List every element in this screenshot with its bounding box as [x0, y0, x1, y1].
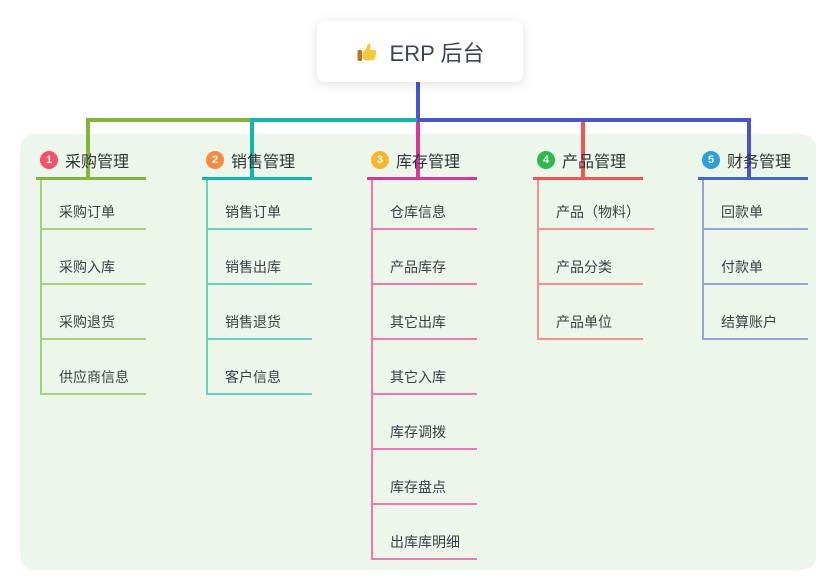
connector-horizontal-teal	[250, 118, 417, 122]
branch-label: 库存管理	[396, 153, 461, 171]
branch-number-badge: 3	[371, 150, 389, 169]
connector-drop-branch2	[250, 118, 254, 178]
node-supplier-info[interactable]: 供应商信息	[42, 340, 146, 395]
branch-header-inventory-management[interactable]: 3 库存管理	[367, 146, 477, 180]
branch-number-badge: 5	[702, 150, 720, 169]
connector-drop-branch3	[416, 122, 420, 178]
node-sales-return[interactable]: 销售退货	[208, 285, 312, 340]
connector-drop-branch4	[581, 122, 585, 178]
branch-purchase-management: 1 采购管理 采购订单 采购入库 采购退货 供应商信息	[36, 146, 146, 395]
node-stock-count[interactable]: 库存盘点	[373, 450, 477, 505]
connector-horizontal-green	[86, 118, 250, 122]
branch-header-sales-management[interactable]: 2 销售管理	[202, 146, 312, 180]
branch-sales-management: 2 销售管理 销售订单 销售出库 销售退货 客户信息	[202, 146, 312, 395]
branch-children: 回款单 付款单 结算账户	[702, 180, 808, 340]
branch-header-purchase-management[interactable]: 1 采购管理	[36, 146, 146, 180]
node-outbound-detail[interactable]: 出库库明细	[373, 505, 477, 560]
mindmap-background-panel	[20, 134, 816, 570]
branch-label: 采购管理	[65, 153, 130, 171]
branch-inventory-management: 3 库存管理 仓库信息 产品库存 其它出库 其它入库 库存调拨 库存盘点 出库库…	[367, 146, 477, 560]
branch-children: 销售订单 销售出库 销售退货 客户信息	[206, 180, 312, 395]
branch-number-badge: 4	[537, 150, 555, 169]
thumbs-up-icon	[356, 40, 380, 64]
node-product-stock[interactable]: 产品库存	[373, 230, 477, 285]
node-other-inbound[interactable]: 其它入库	[373, 340, 477, 395]
node-warehouse-info[interactable]: 仓库信息	[373, 180, 477, 230]
branch-product-management: 4 产品管理 产品（物料） 产品分类 产品单位	[533, 146, 654, 340]
node-customer-info[interactable]: 客户信息	[208, 340, 312, 395]
node-settlement-account[interactable]: 结算账户	[704, 285, 808, 340]
branch-children: 产品（物料） 产品分类 产品单位	[537, 180, 654, 340]
branch-number-badge: 2	[206, 150, 224, 169]
branch-header-product-management[interactable]: 4 产品管理	[533, 146, 643, 180]
branch-finance-management: 5 财务管理 回款单 付款单 结算账户	[698, 146, 808, 340]
node-purchase-inbound[interactable]: 采购入库	[42, 230, 146, 285]
branch-label: 销售管理	[231, 153, 296, 171]
branch-children: 采购订单 采购入库 采购退货 供应商信息	[40, 180, 146, 395]
node-stock-transfer[interactable]: 库存调拨	[373, 395, 477, 450]
root-node-erp[interactable]: ERP 后台	[317, 21, 523, 82]
branch-label: 产品管理	[562, 153, 627, 171]
node-other-outbound[interactable]: 其它出库	[373, 285, 477, 340]
node-purchase-return[interactable]: 采购退货	[42, 285, 146, 340]
node-product-unit[interactable]: 产品单位	[539, 285, 643, 340]
node-product-material[interactable]: 产品（物料）	[539, 180, 654, 230]
node-receipt-doc[interactable]: 回款单	[704, 180, 808, 230]
branch-children: 仓库信息 产品库存 其它出库 其它入库 库存调拨 库存盘点 出库库明细	[371, 180, 477, 560]
node-sales-order[interactable]: 销售订单	[208, 180, 312, 230]
connector-root-stem	[416, 82, 420, 122]
branch-number-badge: 1	[40, 150, 58, 169]
node-purchase-order[interactable]: 采购订单	[42, 180, 146, 230]
connector-horizontal-blue	[417, 118, 751, 122]
connector-drop-branch5	[747, 118, 751, 178]
node-payment-doc[interactable]: 付款单	[704, 230, 808, 285]
connector-drop-branch1	[86, 118, 90, 178]
branch-label: 财务管理	[727, 153, 792, 171]
node-sales-outbound[interactable]: 销售出库	[208, 230, 312, 285]
root-node-title: ERP 后台	[389, 40, 485, 66]
node-product-category[interactable]: 产品分类	[539, 230, 643, 285]
branch-header-finance-management[interactable]: 5 财务管理	[698, 146, 808, 180]
